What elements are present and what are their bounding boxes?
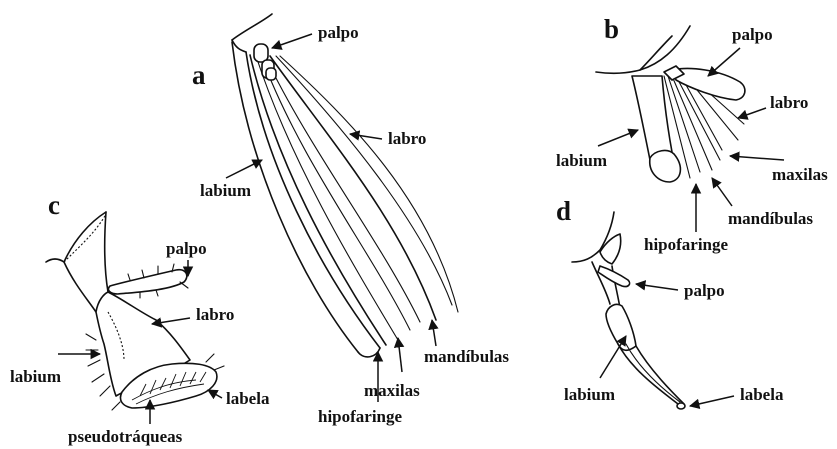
panel-b-letter: b — [604, 14, 619, 44]
panel-b-label-mandibulas: mandíbulas — [728, 209, 813, 228]
panel-a-drawing — [232, 14, 458, 357]
panel-b-label-palpo: palpo — [732, 25, 773, 44]
panel-b-label-maxilas: maxilas — [772, 165, 828, 184]
panel-c-label-pseudotraqueas: pseudotráqueas — [68, 427, 183, 446]
panel-d-label-labium: labium — [564, 385, 615, 404]
panel-a-label-mandibulas: mandíbulas — [424, 347, 509, 366]
panel-d-label-palpo: palpo — [684, 281, 725, 300]
panel-c-letter: c — [48, 190, 60, 220]
panel-b-drawing — [596, 26, 745, 182]
panel-a-label-hipofaringe: hipofaringe — [318, 407, 403, 426]
panel-c-label-labro: labro — [196, 305, 234, 324]
panel-b-label-labium: labium — [556, 151, 607, 170]
panel-c-label-palpo: palpo — [166, 239, 207, 258]
panel-a-label-labro: labro — [388, 129, 426, 148]
panel-a-label-maxilas: maxilas — [364, 381, 420, 400]
panel-a-letter: a — [192, 60, 206, 90]
panel-d-letter: d — [556, 196, 571, 226]
panel-a-label-palpo: palpo — [318, 23, 359, 42]
panel-c-label-labium: labium — [10, 367, 61, 386]
panel-d-label-labela: labela — [740, 385, 784, 404]
panel-b-label-labro: labro — [770, 93, 808, 112]
panel-b-label-hipofaringe: hipofaringe — [644, 235, 729, 254]
panel-c-label-labela: labela — [226, 389, 270, 408]
panel-a-label-labium: labium — [200, 181, 251, 200]
